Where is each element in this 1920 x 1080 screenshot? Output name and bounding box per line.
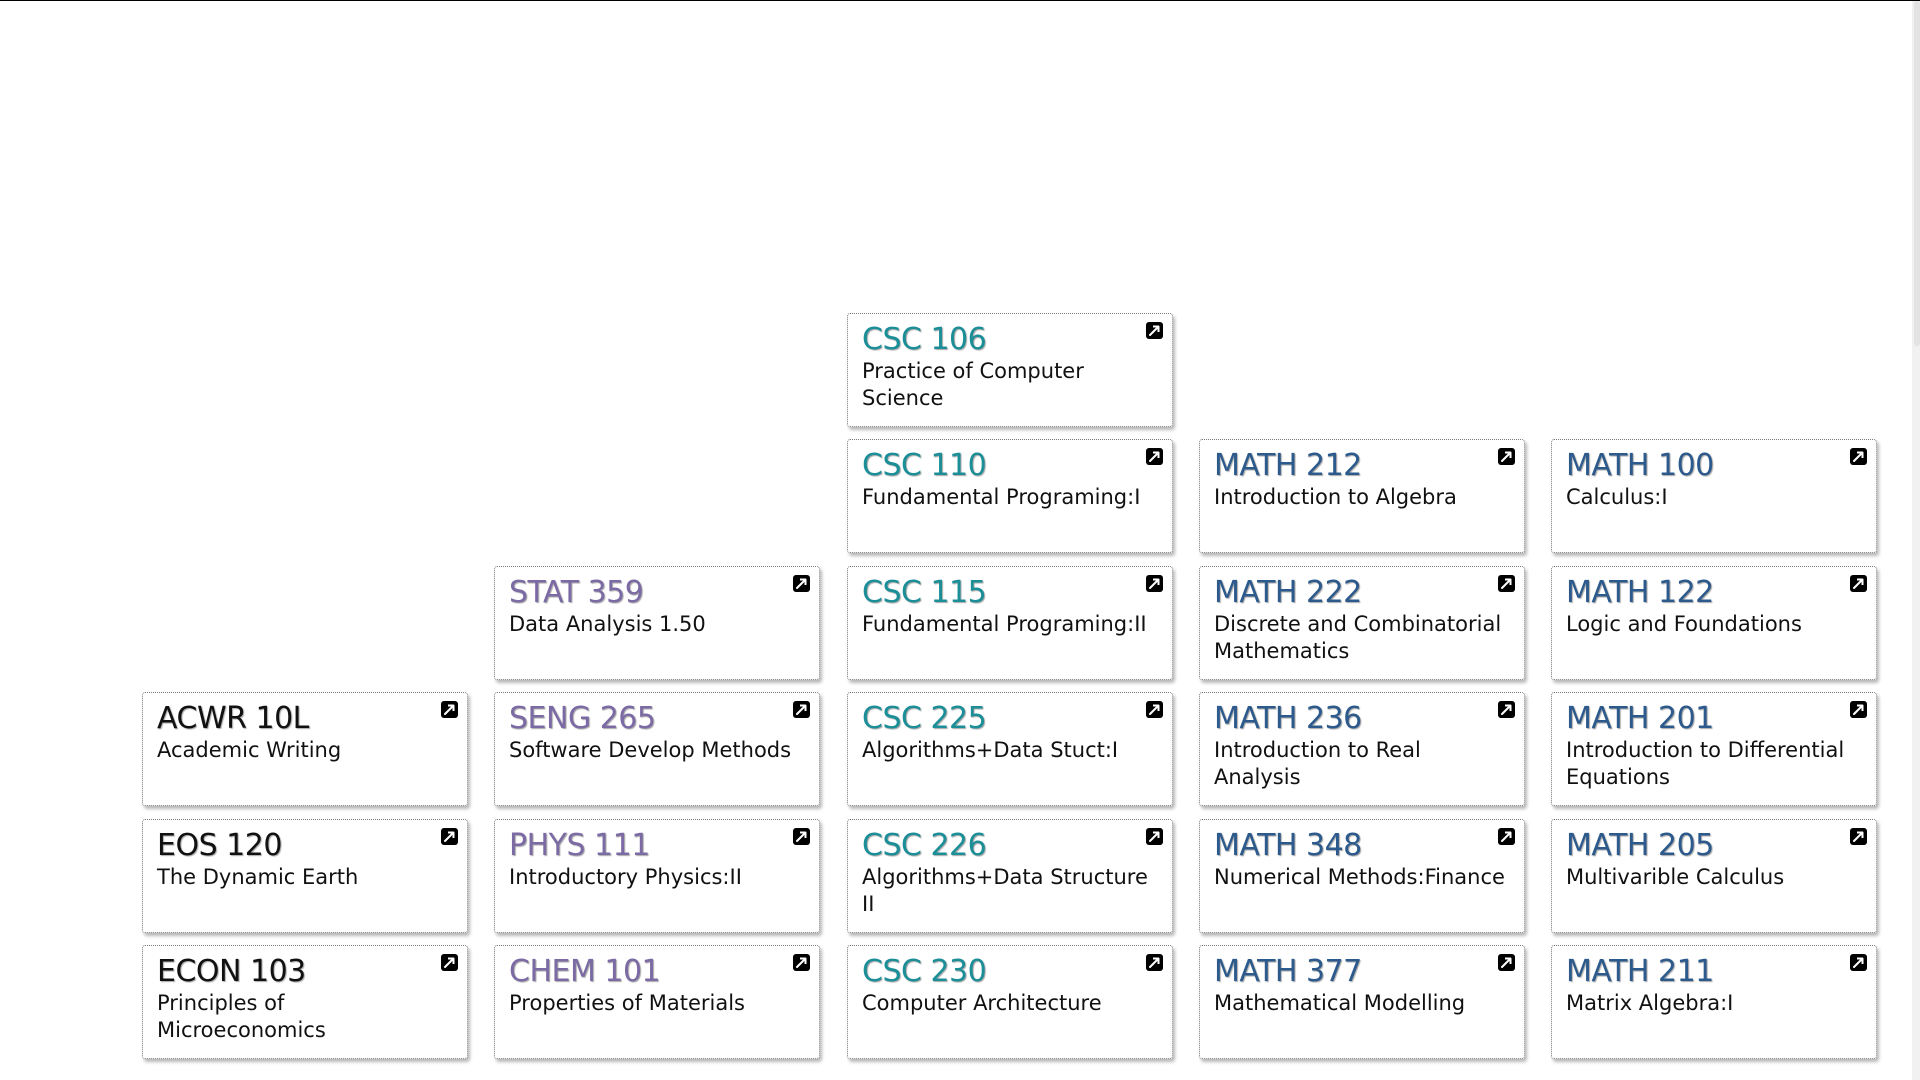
- course-name: Academic Writing: [157, 738, 342, 762]
- course-name: Introduction to Algebra: [1214, 485, 1457, 509]
- external-link-icon[interactable]: [1498, 828, 1515, 845]
- external-link-icon[interactable]: [1850, 575, 1867, 592]
- course-code: MATH 201: [1566, 701, 1714, 736]
- course-code: CSC 230: [862, 954, 987, 989]
- course-code: MATH 236: [1214, 701, 1362, 736]
- course-code: CSC 226: [862, 828, 987, 863]
- course-code: EOS 120: [157, 828, 282, 863]
- external-link-icon[interactable]: [793, 701, 810, 718]
- course-name: Software Develop Methods: [509, 738, 792, 762]
- course-code: CSC 110: [862, 448, 987, 483]
- external-link-icon[interactable]: [793, 954, 810, 971]
- course-name: Discrete and Combinatorial Mathematics: [1214, 612, 1502, 663]
- course-code: MATH 122: [1566, 575, 1714, 610]
- course-name: Multivarible Calculus: [1566, 865, 1785, 889]
- course-name: Introductory Physics:II: [509, 865, 742, 889]
- course-name: Algorithms+Data Stuct:I: [862, 738, 1119, 762]
- external-link-icon[interactable]: [1850, 448, 1867, 465]
- course-name: Calculus:I: [1566, 485, 1668, 509]
- course-name: Logic and Foundations: [1566, 612, 1802, 636]
- external-link-icon[interactable]: [1498, 954, 1515, 971]
- course-code: SENG 265: [509, 701, 656, 736]
- course-code: ECON 103: [157, 954, 306, 989]
- course-name: Data Analysis 1.50: [509, 612, 706, 636]
- course-code: CHEM 101: [509, 954, 661, 989]
- external-link-icon[interactable]: [1498, 448, 1515, 465]
- course-code: STAT 359: [509, 575, 644, 610]
- course-name: Principles of Microeconomics: [157, 991, 326, 1042]
- scrollbar-thumb[interactable]: [1914, 1, 1920, 346]
- vertical-scrollbar[interactable]: [1912, 1, 1920, 1080]
- course-name: Practice of Computer Science: [862, 359, 1084, 410]
- course-code: MATH 205: [1566, 828, 1714, 863]
- course-name: Numerical Methods:Finance: [1214, 865, 1505, 889]
- external-link-icon[interactable]: [1146, 828, 1163, 845]
- course-name: Computer Architecture: [862, 991, 1102, 1015]
- external-link-icon[interactable]: [1850, 828, 1867, 845]
- course-code: CSC 115: [862, 575, 987, 610]
- course-name: Mathematical Modelling: [1214, 991, 1466, 1015]
- course-code: ACWR 10L: [157, 701, 309, 736]
- external-link-icon[interactable]: [1146, 954, 1163, 971]
- external-link-icon[interactable]: [793, 575, 810, 592]
- course-code: CSC 225: [862, 701, 987, 736]
- course-code: CSC 106: [862, 322, 987, 357]
- course-code: MATH 211: [1566, 954, 1714, 989]
- course-name: Introduction to Differential Equations: [1566, 738, 1845, 789]
- external-link-icon[interactable]: [441, 954, 458, 971]
- external-link-icon[interactable]: [1850, 701, 1867, 718]
- external-link-icon[interactable]: [1498, 701, 1515, 718]
- course-name: Fundamental Programing:II: [862, 612, 1147, 636]
- external-link-icon[interactable]: [441, 828, 458, 845]
- external-link-icon[interactable]: [793, 828, 810, 845]
- course-name: Properties of Materials: [509, 991, 745, 1015]
- course-code: MATH 100: [1566, 448, 1714, 483]
- external-link-icon[interactable]: [1146, 322, 1163, 339]
- course-code: MATH 222: [1214, 575, 1362, 610]
- course-code: MATH 212: [1214, 448, 1362, 483]
- course-code: MATH 377: [1214, 954, 1362, 989]
- external-link-icon[interactable]: [1850, 954, 1867, 971]
- external-link-icon[interactable]: [1146, 701, 1163, 718]
- course-name: Matrix Algebra:I: [1566, 991, 1734, 1015]
- course-name: The Dynamic Earth: [157, 865, 359, 889]
- external-link-icon[interactable]: [1146, 575, 1163, 592]
- external-link-icon[interactable]: [441, 701, 458, 718]
- course-name: Introduction to Real Analysis: [1214, 738, 1421, 789]
- course-name: Fundamental Programing:I: [862, 485, 1141, 509]
- course-code: MATH 348: [1214, 828, 1362, 863]
- external-link-icon[interactable]: [1146, 448, 1163, 465]
- external-link-icon[interactable]: [1498, 575, 1515, 592]
- course-name: Algorithms+Data Structure II: [862, 865, 1148, 916]
- course-code: PHYS 111: [509, 828, 650, 863]
